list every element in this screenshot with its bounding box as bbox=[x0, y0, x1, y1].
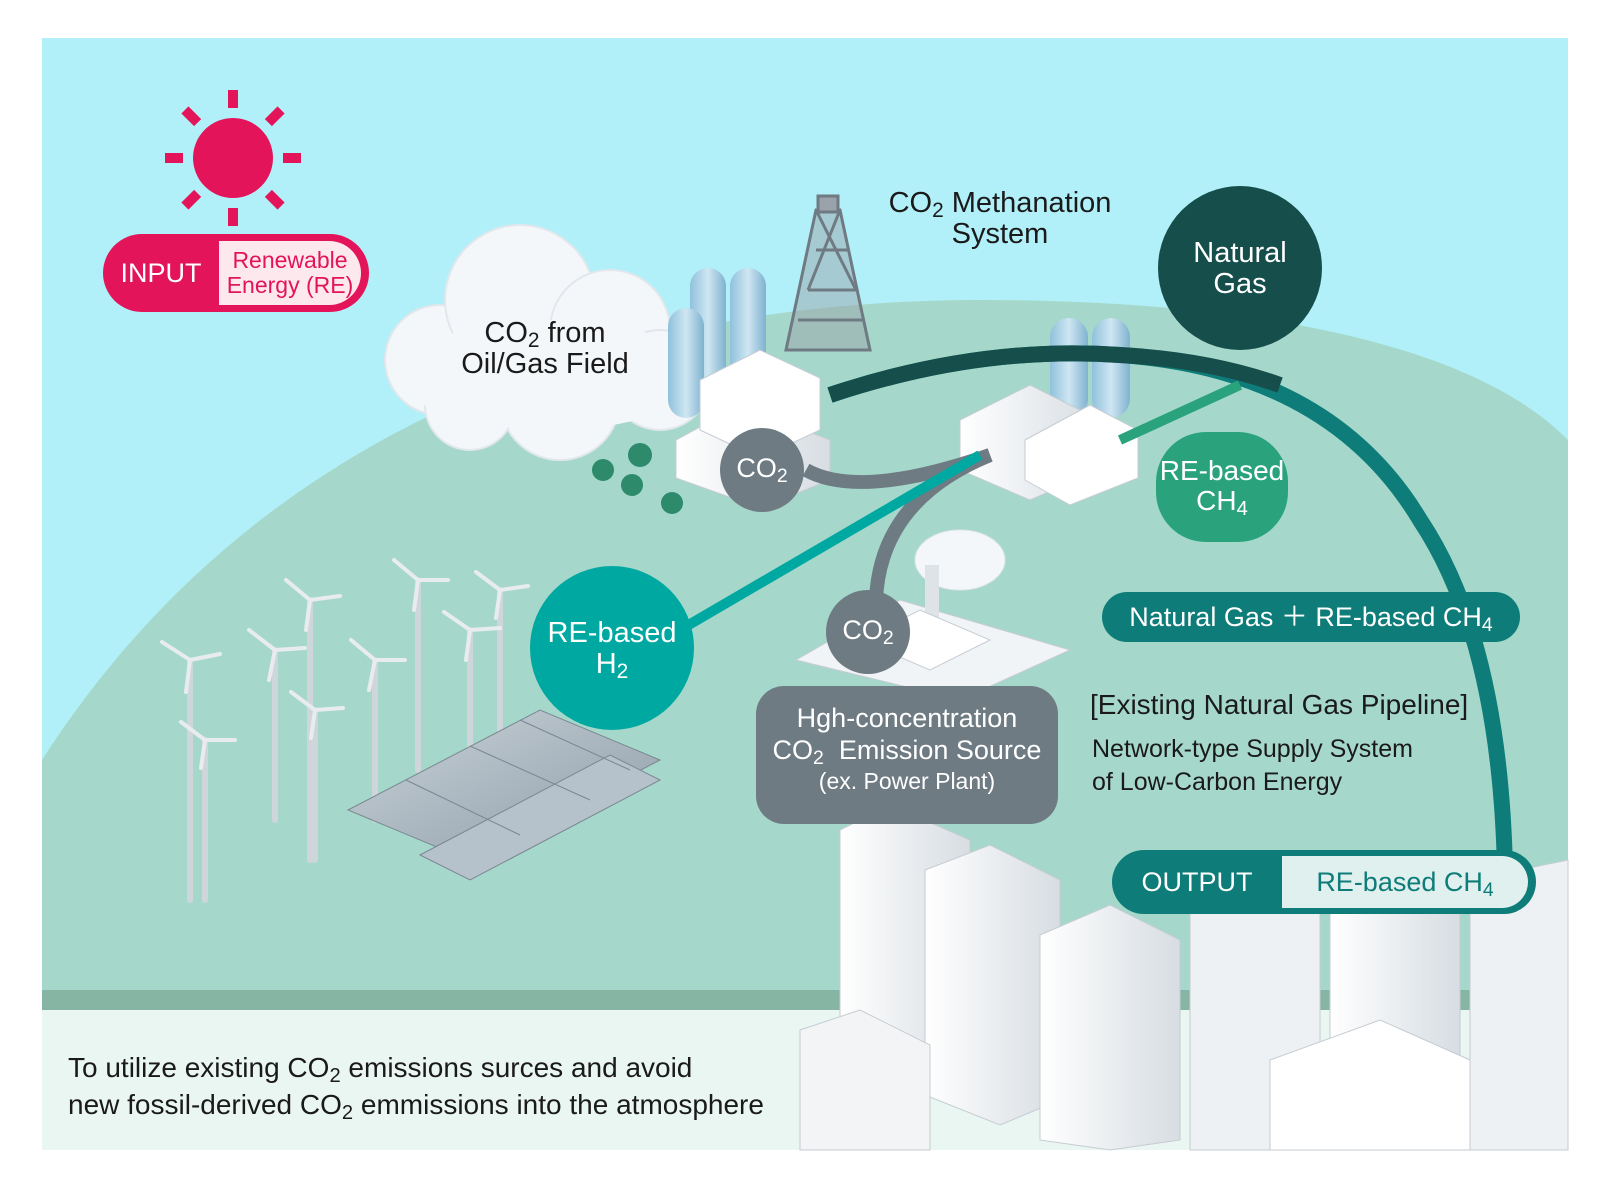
methanation-plant-icon bbox=[959, 318, 1139, 506]
re-ch4-sub: 4 bbox=[1236, 498, 1248, 521]
mix-bar-prefix: Natural Gas ＋ RE-based CH bbox=[1129, 602, 1482, 632]
co2-node-2 bbox=[826, 590, 910, 674]
footer-line2-suffix: emmissions into the atmosphere bbox=[353, 1088, 764, 1120]
tree-icon bbox=[592, 443, 683, 514]
re-h2-sub: 2 bbox=[616, 660, 629, 684]
solar-panel-icon bbox=[346, 709, 662, 881]
sun-icon bbox=[165, 90, 301, 226]
input-badge: INPUT Renewable Energy (RE) bbox=[103, 234, 369, 312]
methanation-co: CO bbox=[888, 187, 933, 219]
cloud-label-line2: Oil/Gas Field bbox=[461, 348, 629, 381]
re-ch4-line1: RE-based bbox=[1159, 455, 1285, 486]
turbine-blades bbox=[160, 558, 530, 770]
co2-1-prefix: CO bbox=[736, 453, 777, 483]
natural-gas-label: Natural Gas bbox=[1160, 237, 1320, 301]
output-tag: OUTPUT bbox=[1141, 867, 1253, 897]
pipeline-h2 bbox=[677, 450, 983, 635]
cloud-label-sub: 2 bbox=[527, 329, 540, 353]
pipeline-dark-segment bbox=[827, 345, 1283, 403]
co2-node-1 bbox=[720, 428, 804, 512]
re-ch4-label: RE-based CH4 bbox=[1156, 455, 1288, 519]
methanation-label: CO2 Methanation System bbox=[870, 187, 1130, 251]
co2-node-1-label: CO2 bbox=[722, 453, 802, 485]
co2-2-sub: 2 bbox=[882, 626, 894, 649]
output-value-sub: 4 bbox=[1482, 878, 1494, 901]
re-ch4-node bbox=[1156, 432, 1288, 542]
re-ch4-prefix: CH bbox=[1196, 485, 1237, 517]
footer-line1-sub: 2 bbox=[329, 1065, 341, 1088]
wind-turbine-icon bbox=[187, 577, 503, 903]
co2-1-sub: 2 bbox=[776, 464, 788, 487]
footer-line2-prefix: new fossil-derived CO bbox=[68, 1088, 342, 1120]
re-h2-label: RE-based H2 bbox=[530, 617, 694, 684]
input-value: Renewable Energy (RE) bbox=[219, 241, 361, 305]
input-value-line1: Renewable bbox=[232, 246, 348, 273]
mix-bar: Natural Gas ＋ RE-based CH4 bbox=[1102, 592, 1520, 642]
re-h2-prefix: H bbox=[595, 648, 617, 681]
mix-bar-sub: 4 bbox=[1481, 613, 1493, 636]
emission-source-box: Hgh-concentration CO2 Emission Source (e… bbox=[756, 686, 1058, 824]
drilling-rig-icon bbox=[784, 194, 872, 352]
methanation-sub: 2 bbox=[932, 199, 944, 223]
input-tag: INPUT bbox=[120, 258, 202, 288]
emission-sub: 2 bbox=[813, 747, 824, 770]
pipeline-title: [Existing Natural Gas Pipeline] bbox=[1090, 689, 1469, 720]
input-value-line2: Energy (RE) bbox=[226, 272, 354, 298]
output-badge: OUTPUT RE-based CH4 bbox=[1112, 850, 1536, 914]
methanation-word: Methanation bbox=[943, 187, 1112, 219]
cloud-label: CO2 from Oil/Gas Field bbox=[440, 317, 650, 381]
ground-band bbox=[42, 990, 1568, 1010]
emission-suffix: Emission Source bbox=[823, 735, 1042, 766]
emission-line1: Hgh-concentration bbox=[796, 703, 1018, 733]
pipeline-description: Network-type Supply System of Low-Carbon… bbox=[1092, 733, 1512, 798]
pipeline-re-ch4 bbox=[1117, 380, 1243, 445]
re-h2-line1: RE-based bbox=[547, 617, 677, 649]
footer-text: To utilize existing CO2 emissions surces… bbox=[68, 1050, 848, 1124]
output-value-prefix: RE-based CH bbox=[1316, 867, 1483, 897]
footer-line2-sub: 2 bbox=[341, 1101, 354, 1124]
re-h2-node bbox=[530, 566, 694, 730]
natural-gas-line2: Gas bbox=[1213, 268, 1267, 301]
co2-2-prefix: CO bbox=[842, 615, 883, 645]
emission-co: CO bbox=[772, 735, 814, 766]
pipeline-line1: Network-type Supply System bbox=[1092, 735, 1413, 763]
cloud-label-co: CO bbox=[484, 317, 528, 349]
output-value: RE-based CH4 bbox=[1282, 856, 1528, 908]
emission-line3: (ex. Power Plant) bbox=[818, 767, 996, 794]
footer-line1-prefix: To utilize existing CO bbox=[68, 1052, 330, 1083]
city-buildings-icon bbox=[799, 804, 1569, 1151]
pipeline-line2: of Low-Carbon Energy bbox=[1092, 767, 1343, 796]
methanation-line2: System bbox=[951, 218, 1049, 251]
natural-gas-line1: Natural bbox=[1193, 237, 1287, 269]
natural-gas-node bbox=[1158, 186, 1322, 350]
co2-node-2-label: CO2 bbox=[828, 615, 908, 647]
footer-line1-suffix: emissions surces and avoid bbox=[340, 1052, 693, 1083]
cloud-label-from: from bbox=[539, 317, 606, 349]
